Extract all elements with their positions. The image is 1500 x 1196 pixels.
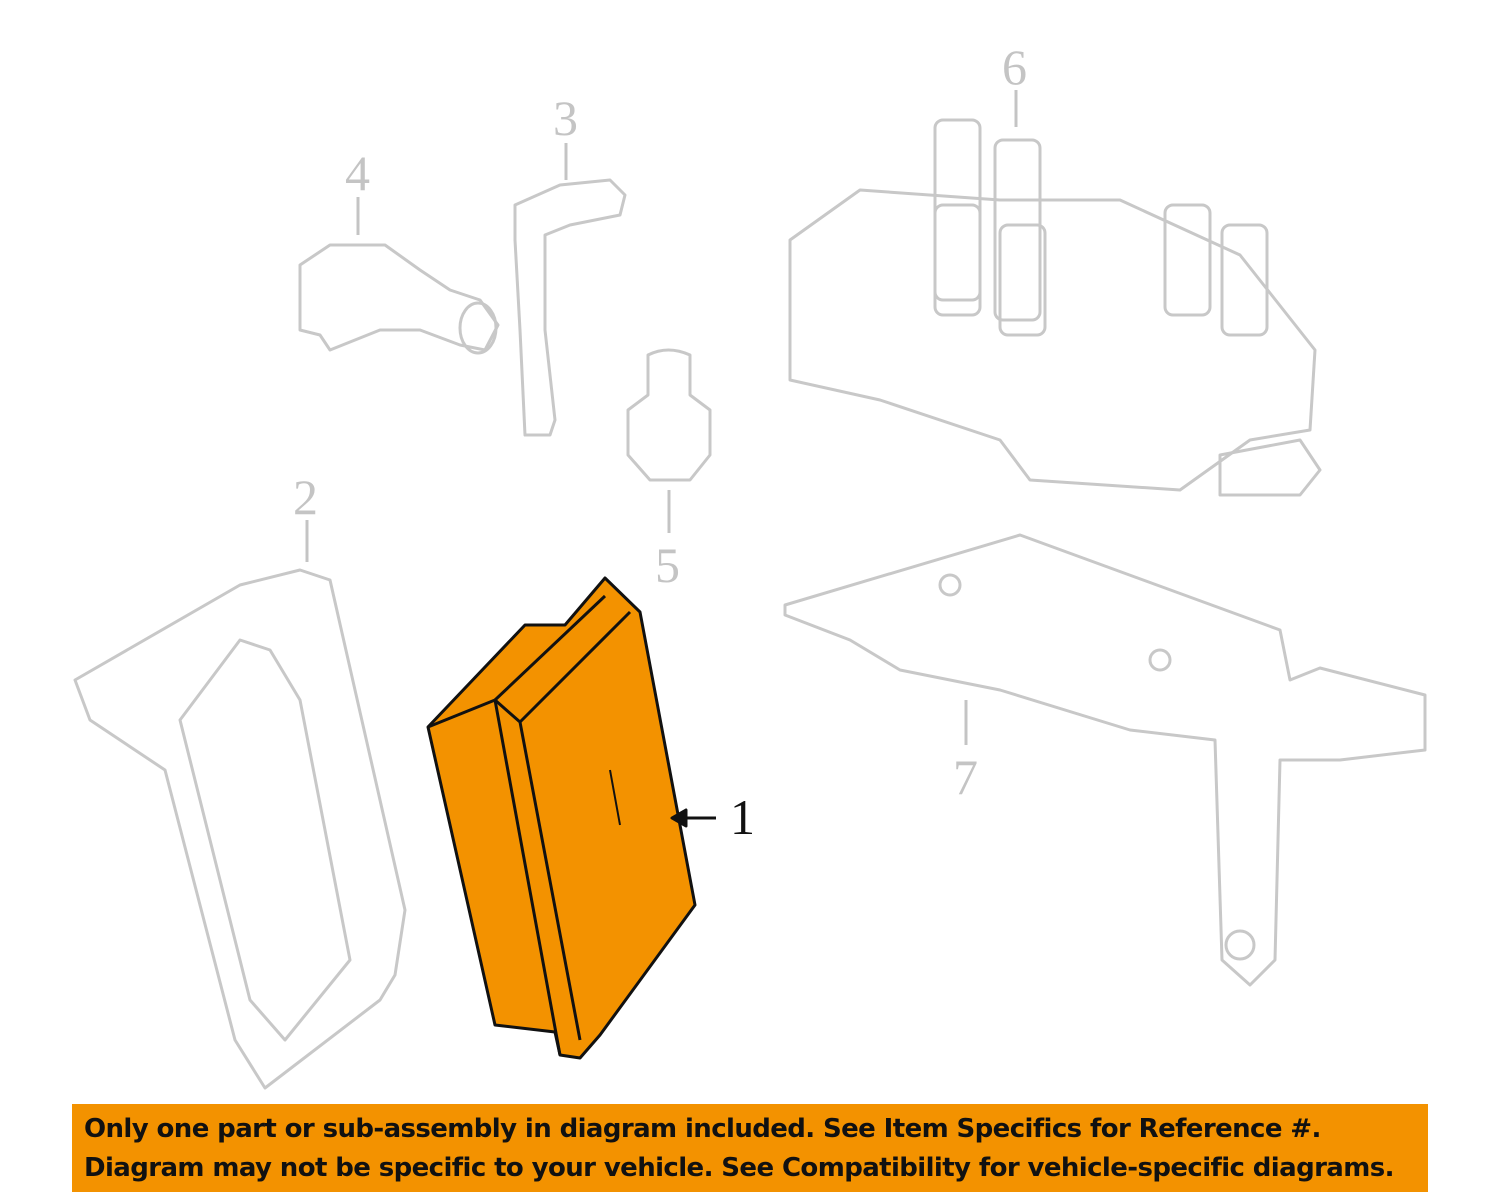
callout-7: 7 [953,749,978,805]
callout-3: 3 [553,90,578,146]
part-1-control-module [426,576,716,1060]
part-4-sensor [298,243,500,355]
disclaimer-line-2: Diagram may not be specific to your vehi… [84,1153,1394,1183]
parts-diagram [73,90,1427,1090]
callout-5: 5 [655,537,680,593]
callout-1: 1 [730,789,755,845]
part-7-bracket [783,533,1427,987]
callout-2: 2 [293,469,318,525]
callout-4: 4 [345,145,370,201]
part-5-switch [626,348,712,482]
callout-6: 6 [1002,39,1027,95]
disclaimer-line-1: Only one part or sub-assembly in diagram… [84,1114,1321,1144]
callout-arrows [305,90,1018,745]
part-2-bracket [73,568,407,1090]
part-3-sensor [513,178,627,437]
disclaimer-banner: Only one part or sub-assembly in diagram… [72,1104,1428,1192]
part-6-ignition-coil [788,118,1322,497]
